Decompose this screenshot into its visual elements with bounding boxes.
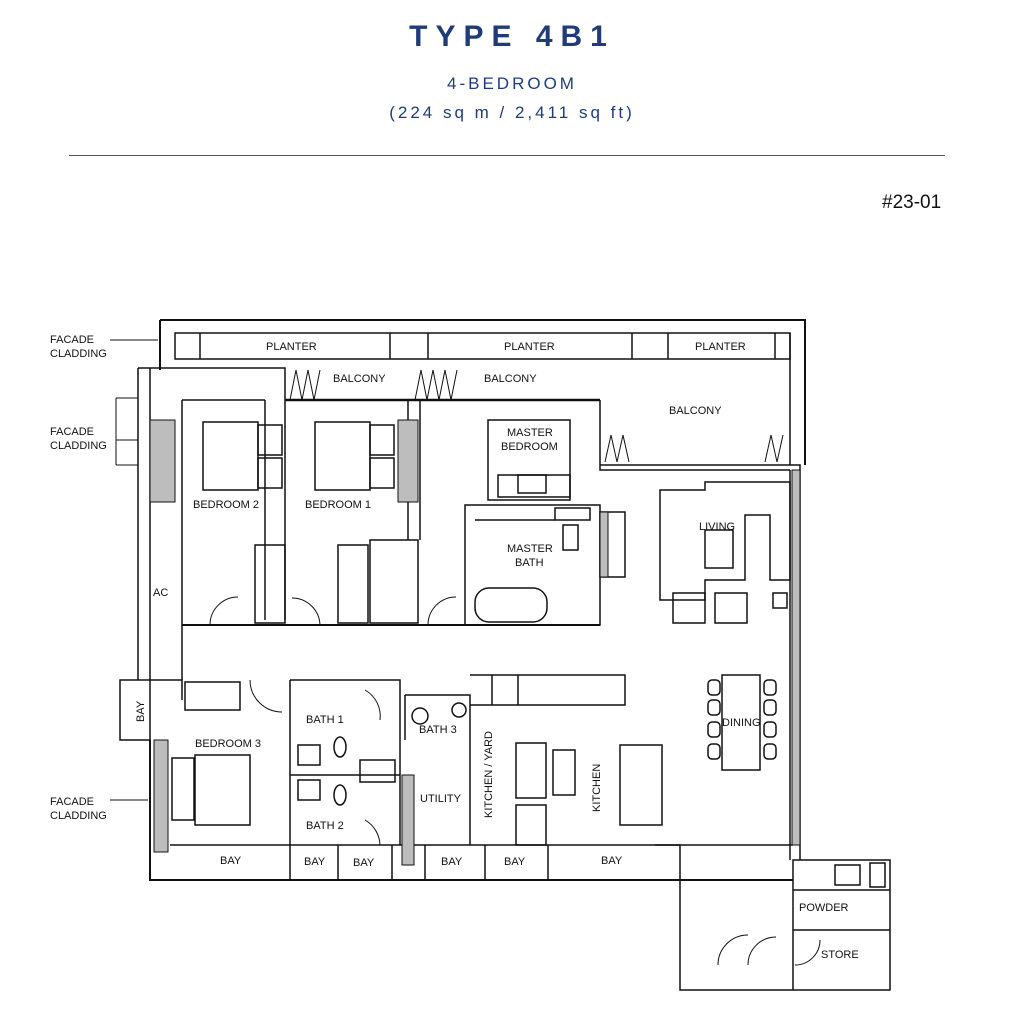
bath2-label: BATH 2 xyxy=(306,820,344,832)
balcony-label-1: BALCONY xyxy=(333,373,386,385)
facade-label-1a: FACADE xyxy=(50,334,94,346)
facade-label-3b: CLADDING xyxy=(50,810,107,822)
bay-vertical-label: BAY xyxy=(135,700,147,722)
utility-label: UTILITY xyxy=(420,793,462,805)
kitchen-yard-label: KITCHEN / YARD xyxy=(483,731,495,818)
dining-label: DINING xyxy=(722,717,761,729)
balcony-label-3: BALCONY xyxy=(669,405,722,417)
header-divider xyxy=(69,155,945,156)
master-bath-label-2: BATH xyxy=(515,557,544,569)
bifold-doors xyxy=(289,369,784,463)
bay-label-4: BAY xyxy=(441,856,463,868)
facade-label-3a: FACADE xyxy=(50,796,94,808)
bay-label-2: BAY xyxy=(304,856,326,868)
planter-label-2: PLANTER xyxy=(504,341,555,353)
master-bath-label-1: MASTER xyxy=(507,543,553,555)
master-bedroom-label-2: BEDROOM xyxy=(501,441,558,453)
bath1-label: BATH 1 xyxy=(306,714,344,726)
unit-number: #23-01 xyxy=(882,192,942,213)
facade-arrows xyxy=(110,339,158,801)
room-labels: FACADE CLADDING FACADE CLADDING FACADE C… xyxy=(50,334,859,961)
walls xyxy=(119,319,891,991)
facade-label-1b: CLADDING xyxy=(50,348,107,360)
planter-label-3: PLANTER xyxy=(695,341,746,353)
bay-label-3: BAY xyxy=(353,857,375,869)
planter-label-1: PLANTER xyxy=(266,341,317,353)
bay-label-1: BAY xyxy=(220,855,242,867)
bedroom3-label: BEDROOM 3 xyxy=(195,738,261,750)
bedroom-count: 4-BEDROOM xyxy=(447,74,577,93)
bay-label-5: BAY xyxy=(504,856,526,868)
plan-title: TYPE 4B1 xyxy=(409,20,615,53)
bay-label-6: BAY xyxy=(601,855,623,867)
bedroom2-label: BEDROOM 2 xyxy=(193,499,259,511)
powder-label: POWDER xyxy=(799,902,849,914)
living-label: LIVING xyxy=(699,521,735,533)
balcony-label-2: BALCONY xyxy=(484,373,537,385)
door-swings xyxy=(209,596,821,966)
kitchen-label: KITCHEN xyxy=(591,764,603,812)
bedroom1-label: BEDROOM 1 xyxy=(305,499,371,511)
ac-label: AC xyxy=(153,587,168,599)
bath3-label: BATH 3 xyxy=(419,724,457,736)
master-bedroom-label-1: MASTER xyxy=(507,427,553,439)
facade-label-2a: FACADE xyxy=(50,426,94,438)
cladding-fills xyxy=(149,419,801,866)
facade-label-2b: CLADDING xyxy=(50,440,107,452)
store-label: STORE xyxy=(821,949,859,961)
unit-area: (224 sq m / 2,411 sq ft) xyxy=(389,103,635,122)
